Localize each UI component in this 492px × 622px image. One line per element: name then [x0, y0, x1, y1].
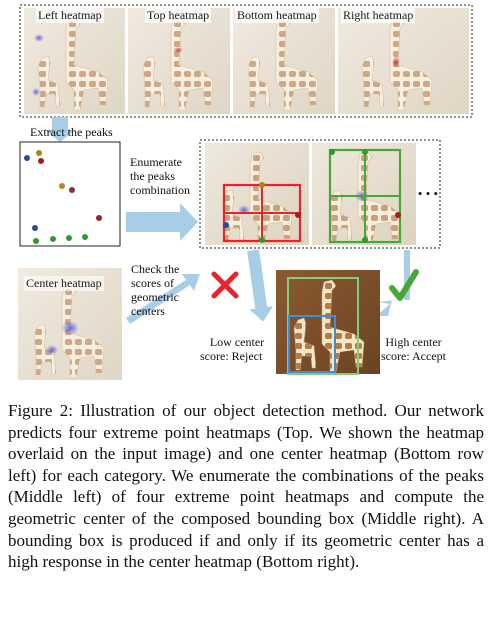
figure-caption: Figure 2: Illustration of our object det…	[8, 401, 484, 572]
peak-marker	[24, 155, 30, 161]
reject-line-1: Low center	[209, 335, 265, 349]
check-line-4: centers	[131, 304, 165, 318]
accept-line-1: High center	[385, 335, 442, 349]
enumerate-line-1: Enumerate	[130, 155, 182, 169]
accept-check-icon	[389, 269, 419, 301]
peak-marker	[36, 150, 42, 156]
ellipsis: • • •	[418, 186, 438, 201]
peak-marker	[38, 158, 44, 164]
heatmap-label-top: Top heatmap	[145, 8, 212, 23]
peak-marker	[32, 225, 38, 231]
center-heatmap-label: Center heatmap	[24, 276, 104, 291]
check-label: Check the scores of geometric centers	[131, 262, 179, 318]
heatmap-right	[338, 8, 469, 114]
heatmap-top	[128, 8, 230, 114]
peak-marker	[59, 183, 65, 189]
peak-marker	[69, 187, 75, 193]
peak-marker	[33, 238, 39, 244]
heatmap-label-left: Left heatmap	[36, 8, 104, 23]
heatmap-label-bottom: Bottom heatmap	[235, 8, 319, 23]
peak-marker	[96, 215, 102, 221]
combination-reject	[205, 143, 309, 245]
enumerate-label: Enumerate the peaks combination	[130, 155, 190, 197]
arrow-enumerate	[126, 203, 198, 241]
arrow-check	[126, 274, 200, 324]
enumerate-line-3: combination	[130, 183, 190, 197]
arrow-to-accept	[376, 250, 410, 316]
heatmap-left	[24, 8, 125, 114]
combination-accept	[312, 143, 416, 245]
heatmap-bottom	[233, 8, 335, 114]
check-line-3: geometric	[131, 290, 179, 304]
reject-cross-icon	[211, 271, 239, 299]
result-image	[276, 270, 380, 375]
figure: • • •	[18, 4, 473, 380]
peak-marker	[50, 236, 56, 242]
enumerate-line-2: the peaks	[130, 169, 175, 183]
reject-label: Low center score: Reject	[200, 335, 270, 363]
check-line-1: Check the	[131, 262, 180, 276]
arrow-extract	[45, 117, 75, 142]
reject-line-2: score: Reject	[200, 349, 263, 363]
accept-line-2: score: Accept	[381, 349, 446, 363]
heatmap-label-right: Right heatmap	[341, 8, 416, 23]
arrow-to-reject	[247, 249, 274, 322]
extract-peaks-label: Extract the peaks	[30, 125, 113, 139]
peak-marker	[66, 235, 72, 241]
check-line-2: scores of	[131, 276, 174, 290]
accept-label: High center score: Accept	[381, 335, 446, 363]
peak-marker	[82, 234, 88, 240]
